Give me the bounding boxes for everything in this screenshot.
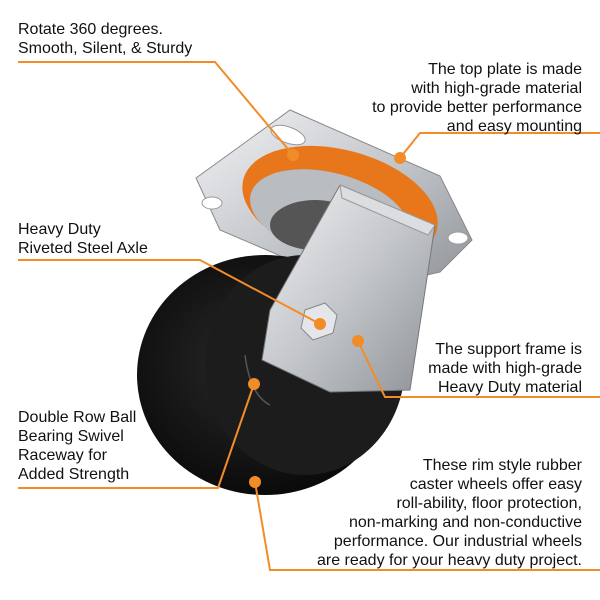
callout-axle: Heavy Duty Riveted Steel Axle bbox=[18, 221, 148, 257]
callout-bearing: Double Row Ball Bearing Swivel Raceway f… bbox=[18, 409, 137, 483]
callout-dots bbox=[248, 149, 406, 488]
callout-wheel: These rim style rubber caster wheels off… bbox=[316, 457, 582, 569]
callout-top-plate: The top plate is made with high-grade ma… bbox=[372, 61, 582, 135]
leader-lines bbox=[18, 61, 600, 571]
callout-rotate: Rotate 360 degrees. Smooth, Silent, & St… bbox=[18, 21, 193, 57]
callout-support-frame: The support frame is made with high-grad… bbox=[428, 341, 582, 396]
